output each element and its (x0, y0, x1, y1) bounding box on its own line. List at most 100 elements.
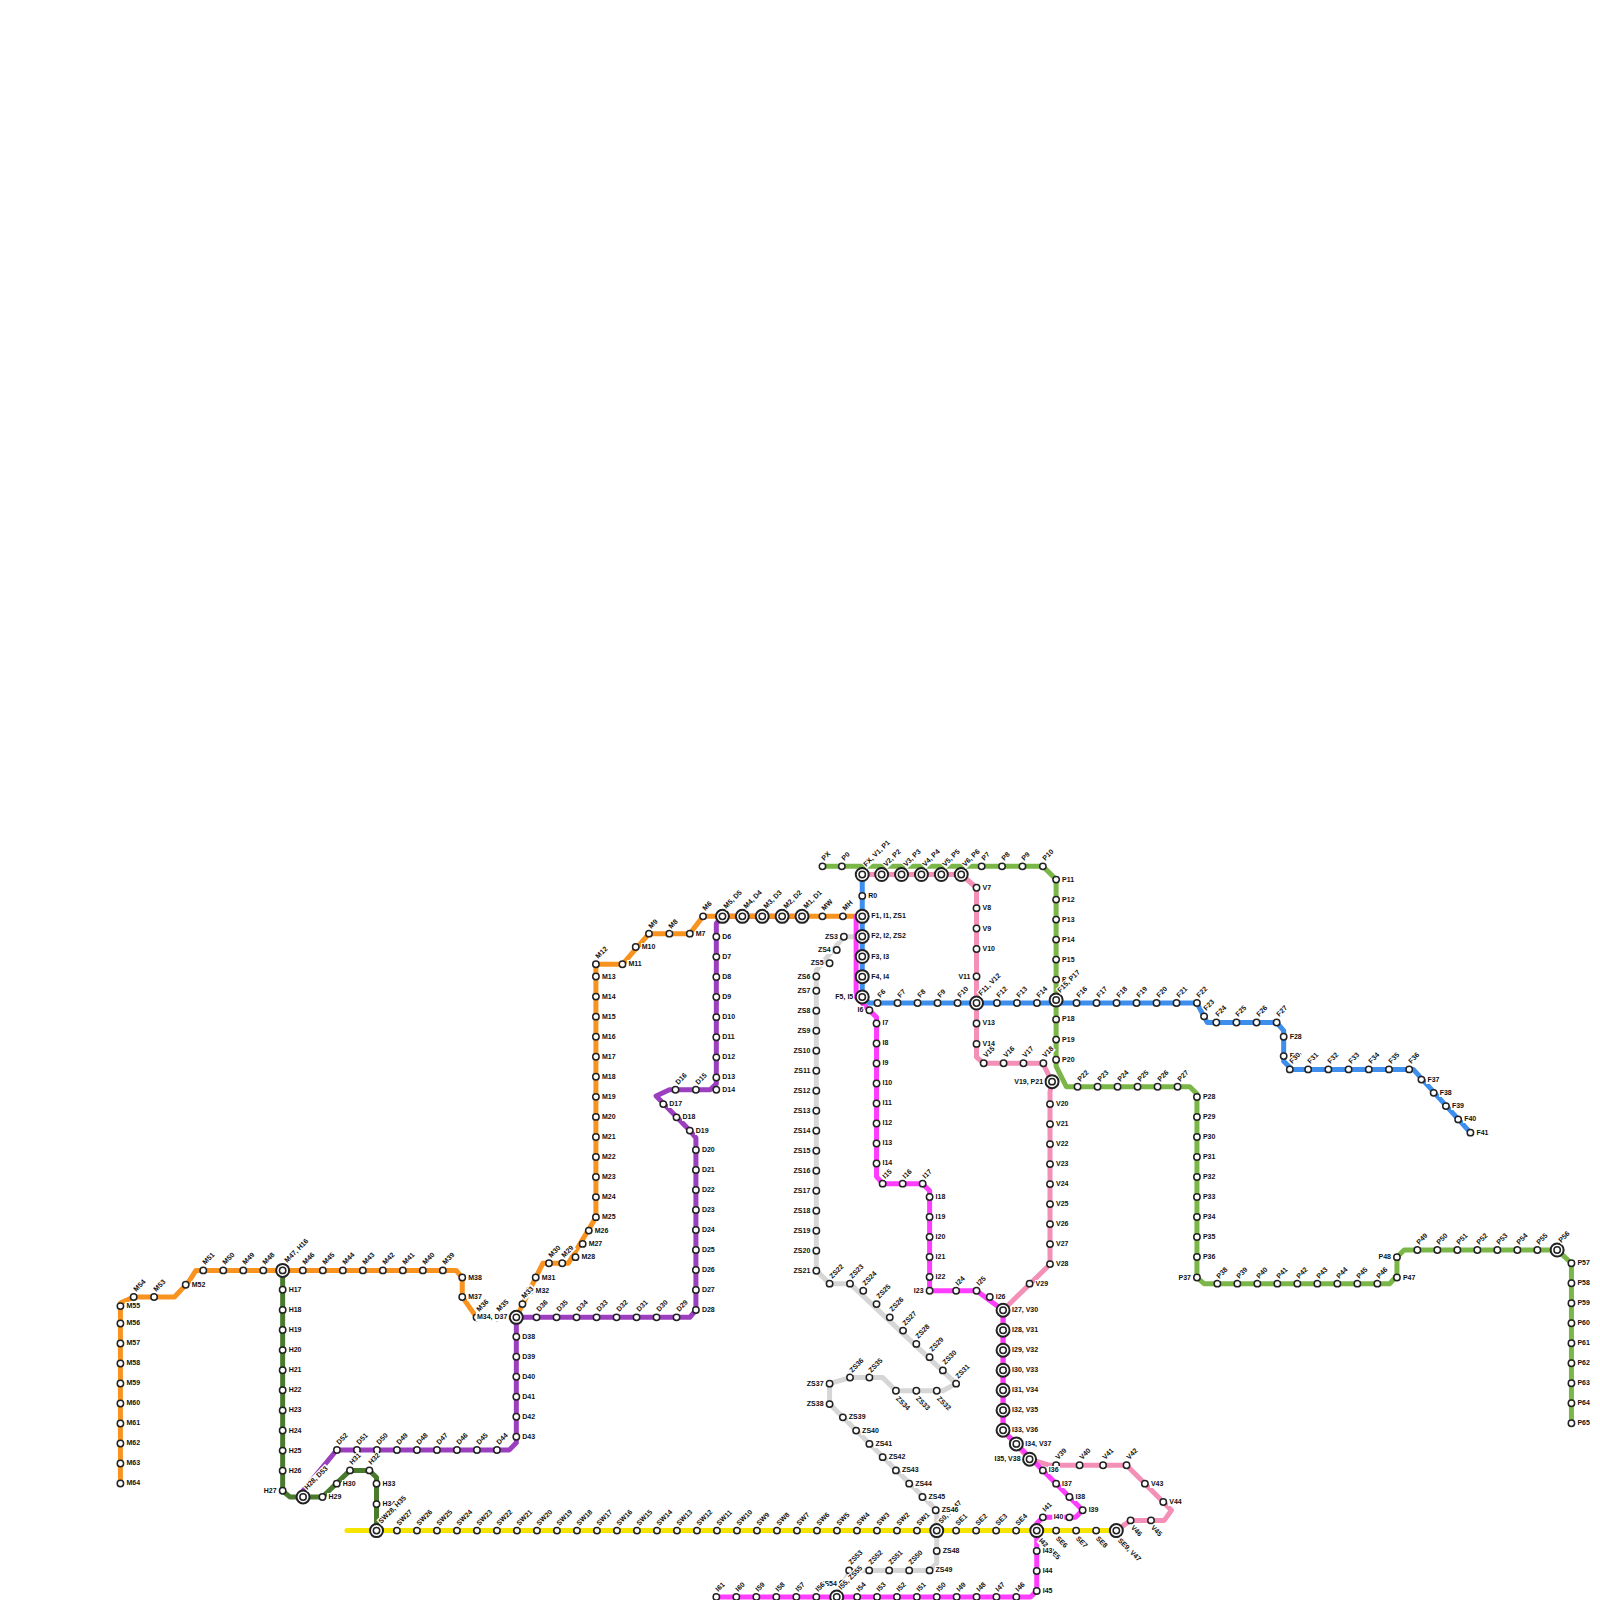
station-dot (1467, 1129, 1473, 1135)
interchange-ring (859, 913, 865, 919)
station-dot (534, 1527, 540, 1533)
station-label: M32 (535, 1287, 551, 1295)
station-label: H31 (347, 1451, 363, 1467)
station-label: D48 (414, 1431, 430, 1447)
station-label: M28 (581, 1253, 597, 1261)
station-label: V22 (1055, 1140, 1069, 1148)
station-dot (934, 1594, 940, 1600)
station-label: P11 (1061, 876, 1075, 884)
station-label: D16 (673, 1071, 689, 1087)
interchange-ring (918, 871, 924, 877)
station-dot (733, 1594, 739, 1600)
station-label: D52 (334, 1431, 350, 1447)
station-dot (593, 1194, 599, 1200)
station-label: P35 (1202, 1233, 1216, 1241)
station-dot (1201, 1013, 1207, 1019)
station-label: MH (840, 899, 855, 914)
station-label: M35 (494, 1298, 511, 1315)
station-dot (694, 1527, 700, 1533)
station-dot (1374, 1280, 1380, 1286)
station-label: I52 (894, 1580, 908, 1594)
station-label: ZS14 (793, 1127, 812, 1135)
station-label: M3, D3 (762, 888, 785, 911)
station-label: M57 (125, 1339, 141, 1347)
station-dot (1454, 1247, 1460, 1253)
station-dot (926, 1288, 932, 1294)
station-dot (1568, 1340, 1574, 1346)
station-label: M10 (641, 943, 657, 951)
station-dot (593, 1114, 599, 1120)
station-label: M9 (646, 917, 660, 931)
station-dot (1551, 1244, 1564, 1257)
station-dot (926, 1354, 932, 1360)
station-label: SW10 (734, 1507, 755, 1528)
station-dot (714, 1527, 720, 1533)
station-dot (713, 954, 719, 960)
station-label: ZS22 (827, 1262, 846, 1281)
station-dot (1034, 1588, 1040, 1594)
station-label: H24 (288, 1427, 303, 1435)
station-dot (973, 885, 979, 891)
station-label: V8 (982, 904, 993, 912)
interchange-ring (859, 871, 865, 877)
metro-line (822, 866, 1571, 1423)
station-dot (1280, 1034, 1286, 1040)
station-label: F17 (1094, 984, 1110, 1000)
station-dot (593, 1033, 599, 1039)
station-label: P56 (1556, 1229, 1572, 1245)
station-dot (1073, 1000, 1079, 1006)
station-dot (813, 1148, 819, 1154)
station-label: M4, D4 (742, 888, 765, 911)
station-dot (1314, 1280, 1320, 1286)
station-label: ZS44 (914, 1480, 933, 1488)
station-dot (914, 1527, 920, 1533)
station-label: ZS33 (914, 1394, 933, 1413)
station-label: V18 (1041, 1044, 1057, 1060)
station-label: H26 (288, 1467, 303, 1475)
station-dot (1534, 1247, 1540, 1253)
station-dot (510, 1311, 523, 1324)
station-dot (693, 1207, 699, 1213)
station-dot (572, 1254, 578, 1260)
station-label: ZS51 (887, 1549, 906, 1568)
station-dot (593, 1054, 599, 1060)
station-label: D8 (721, 973, 732, 981)
station-label: I43 (1042, 1547, 1054, 1555)
station-label: PX (820, 850, 834, 864)
station-dot (856, 990, 869, 1003)
station-dot (1066, 1514, 1072, 1520)
station-dot (1418, 1076, 1424, 1082)
interchange-ring (373, 1527, 379, 1533)
station-dot (906, 1480, 912, 1486)
station-dot (613, 1314, 619, 1320)
station-label: SW22 (494, 1507, 515, 1528)
station-label: I28, V31 (1011, 1326, 1039, 1334)
station-label: ZS21 (793, 1267, 812, 1275)
station-dot (1494, 1247, 1500, 1253)
interchange-ring (878, 871, 884, 877)
station-label: M29 (560, 1244, 577, 1261)
interchange-ring (1013, 1441, 1019, 1447)
station-label: F9 (935, 987, 948, 1000)
interchange-ring (859, 973, 865, 979)
station-label: F6 (875, 987, 888, 1000)
station-dot (1010, 1437, 1023, 1450)
station-dot (117, 1320, 123, 1326)
station-dot (819, 863, 825, 869)
station-dot (279, 1327, 285, 1333)
station-dot (420, 1267, 426, 1273)
station-label: P62 (1576, 1359, 1590, 1367)
station-dot (1394, 1254, 1400, 1260)
station-dot (973, 946, 979, 952)
station-label: P43 (1315, 1265, 1331, 1281)
station-label: H27 (263, 1487, 278, 1495)
station-dot (594, 1527, 600, 1533)
station-dot (1474, 1247, 1480, 1253)
station-label: F25 (1234, 1004, 1250, 1020)
interchange-ring (279, 1267, 285, 1273)
station-label: D33 (594, 1298, 610, 1314)
station-label: V11 (957, 973, 971, 981)
station-label: I58 (774, 1580, 788, 1594)
station-dot (1274, 1280, 1280, 1286)
